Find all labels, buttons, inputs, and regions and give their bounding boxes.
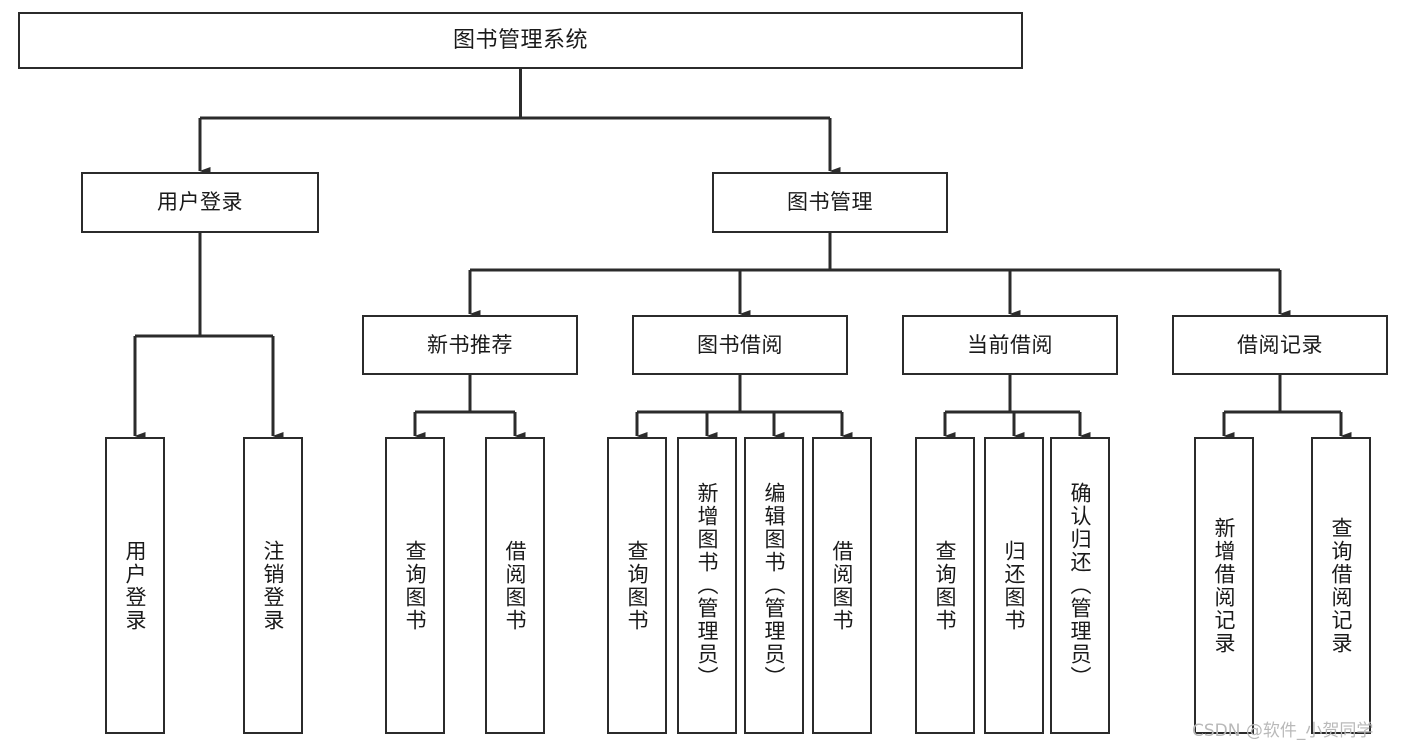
node-user-login[interactable]: 用户登录 — [81, 172, 319, 233]
node-root[interactable]: 图书管理系统 — [18, 12, 1023, 69]
node-label: 用户登录 — [157, 190, 243, 215]
node-leaf-bb-add[interactable]: 新增图书（管理员） — [677, 437, 737, 734]
node-label: 借阅图书 — [830, 539, 855, 632]
node-book-mgmt[interactable]: 图书管理 — [712, 172, 948, 233]
node-current-borrow[interactable]: 当前借阅 — [902, 315, 1118, 375]
edge-group — [133, 69, 1352, 440]
node-borrow-record[interactable]: 借阅记录 — [1172, 315, 1388, 375]
node-label: 图书借阅 — [697, 332, 783, 357]
node-label: 查询图书 — [403, 539, 428, 632]
node-leaf-cb-return[interactable]: 归还图书 — [984, 437, 1044, 734]
node-book-borrow[interactable]: 图书借阅 — [632, 315, 848, 375]
node-label: 查询图书 — [625, 539, 650, 632]
node-leaf-cb-query[interactable]: 查询图书 — [915, 437, 975, 734]
node-new-book-rec[interactable]: 新书推荐 — [362, 315, 578, 375]
node-label: 确认归还（管理员） — [1068, 482, 1093, 689]
node-label: 借阅记录 — [1237, 332, 1323, 357]
node-leaf-rec-borrow[interactable]: 借阅图书 — [485, 437, 545, 734]
node-label: 查询借阅记录 — [1329, 516, 1354, 655]
node-label: 查询图书 — [933, 539, 958, 632]
node-leaf-user-login[interactable]: 用户登录 — [105, 437, 165, 734]
node-label: 新增图书（管理员） — [695, 482, 720, 689]
node-leaf-rec-query[interactable]: 查询图书 — [385, 437, 445, 734]
node-label: 编辑图书（管理员） — [762, 482, 787, 689]
node-label: 用户登录 — [123, 539, 148, 632]
node-label: 图书管理 — [787, 190, 873, 215]
node-leaf-bb-query[interactable]: 查询图书 — [607, 437, 667, 734]
node-label: 借阅图书 — [503, 539, 528, 632]
node-label: 注销登录 — [261, 539, 286, 632]
node-leaf-br-add[interactable]: 新增借阅记录 — [1194, 437, 1254, 734]
node-label: 当前借阅 — [967, 332, 1053, 357]
node-leaf-bb-borrow[interactable]: 借阅图书 — [812, 437, 872, 734]
node-label: 新增借阅记录 — [1212, 516, 1237, 655]
node-label: 归还图书 — [1002, 539, 1027, 632]
node-label: 图书管理系统 — [452, 27, 588, 53]
node-leaf-logout[interactable]: 注销登录 — [243, 437, 303, 734]
node-leaf-cb-confirm[interactable]: 确认归还（管理员） — [1050, 437, 1110, 734]
node-leaf-bb-edit[interactable]: 编辑图书（管理员） — [744, 437, 804, 734]
node-leaf-br-query[interactable]: 查询借阅记录 — [1311, 437, 1371, 734]
node-label: 新书推荐 — [427, 332, 513, 357]
